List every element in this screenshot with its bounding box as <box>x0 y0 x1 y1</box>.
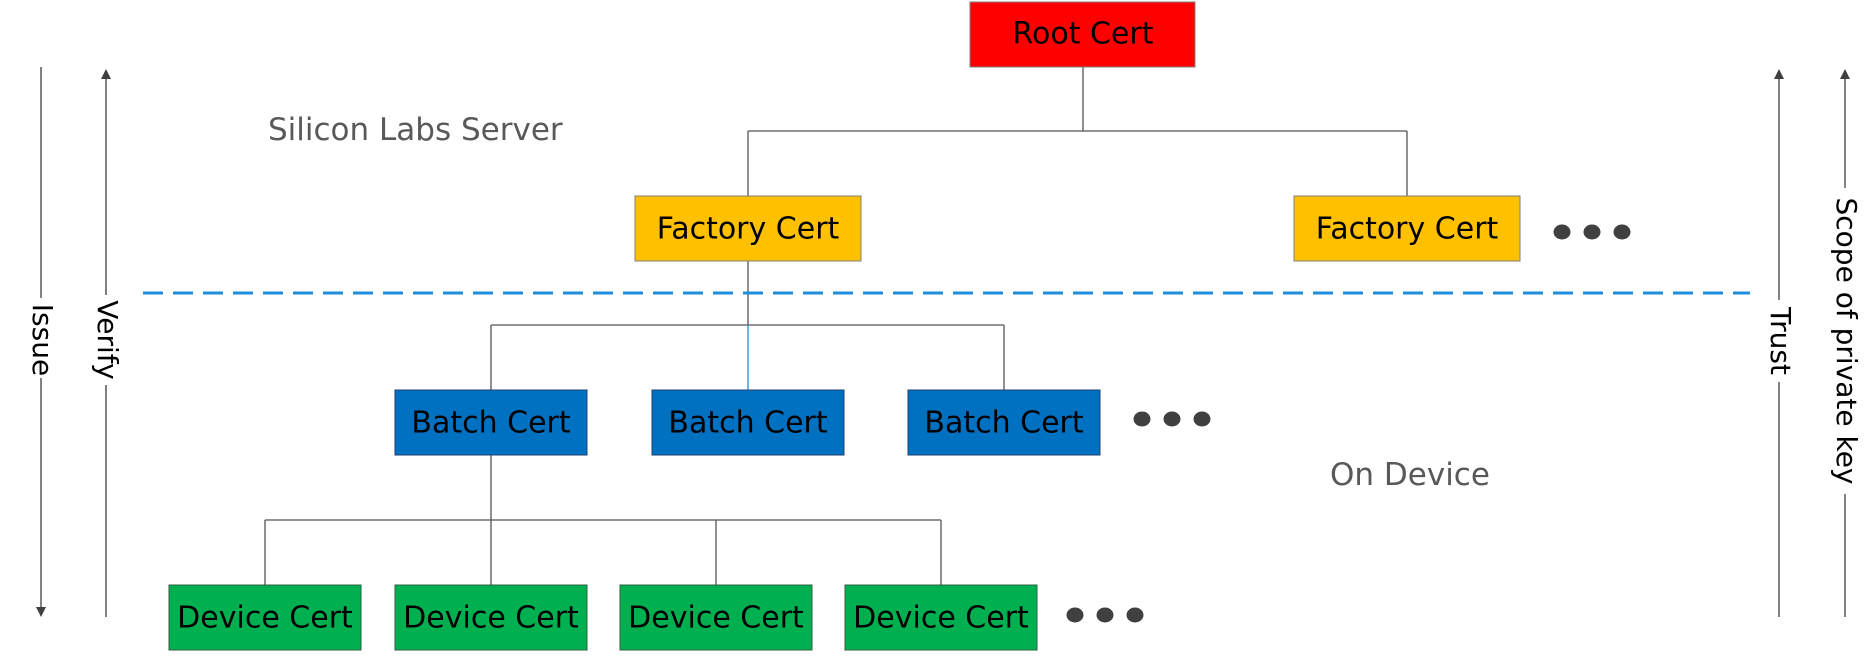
verify-label: Verify <box>91 300 124 379</box>
issue-label: Issue <box>26 304 59 376</box>
device-cert-label: Device Cert <box>853 601 1029 636</box>
batch-cert-node: Batch Cert <box>907 389 1101 456</box>
connector-root-factories <box>747 67 1408 196</box>
batch-cert-label: Batch Cert <box>668 406 828 441</box>
server-zone-label: Silicon Labs Server <box>268 112 563 148</box>
batch-more-ellipsis <box>1133 411 1211 427</box>
factory-cert-node: Factory Cert <box>634 195 862 262</box>
device-cert-node: Device Cert <box>844 584 1038 651</box>
batch-cert-node: Batch Cert <box>651 389 845 456</box>
trust-label: Trust <box>1764 306 1797 375</box>
device-cert-node: Device Cert <box>619 584 813 651</box>
connector-batch-devices <box>264 455 942 585</box>
device-cert-node: Device Cert <box>168 584 362 651</box>
factory-cert-node: Factory Cert <box>1293 195 1521 262</box>
batch-cert-node: Batch Cert <box>394 389 588 456</box>
verify-label-bg <box>93 295 119 385</box>
device-more-ellipsis <box>1066 607 1144 623</box>
device-cert-label: Device Cert <box>628 601 804 636</box>
factory-cert-label: Factory Cert <box>657 212 840 247</box>
scope-label: Scope of private key <box>1830 198 1863 485</box>
factory-more-ellipsis <box>1553 224 1631 240</box>
root-cert-node: Root Cert <box>969 1 1196 68</box>
root-cert-label: Root Cert <box>1012 17 1153 52</box>
device-cert-node: Device Cert <box>394 584 588 651</box>
batch-cert-label: Batch Cert <box>411 406 571 441</box>
device-cert-label: Device Cert <box>403 601 579 636</box>
batch-cert-label: Batch Cert <box>924 406 1084 441</box>
factory-cert-label: Factory Cert <box>1316 212 1499 247</box>
device-cert-label: Device Cert <box>177 601 353 636</box>
device-zone-label: On Device <box>1330 457 1490 493</box>
trust-label-bg <box>1766 300 1792 382</box>
issue-label-bg <box>28 298 54 378</box>
scope-label-bg <box>1832 188 1858 494</box>
